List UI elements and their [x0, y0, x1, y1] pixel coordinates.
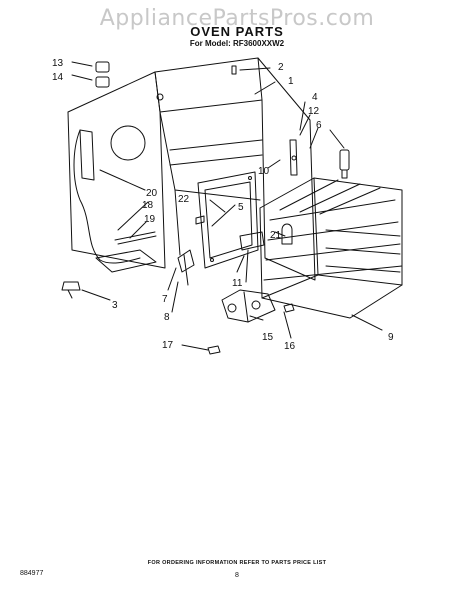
model-label: For Model: RF3600XXW2: [189, 39, 285, 48]
callout-13: 13: [52, 58, 64, 69]
lamp-cover: [95, 76, 110, 88]
callout-2: 2: [278, 62, 284, 73]
element-bracket: [79, 129, 95, 181]
leveling-leg: [61, 281, 81, 291]
callout-11: 11: [232, 278, 243, 289]
front-frame: [197, 171, 259, 269]
callout-3: 3: [112, 300, 118, 311]
oven-back-panel: [154, 57, 263, 113]
support-post: [339, 149, 350, 171]
callout-8: 8: [164, 312, 170, 323]
callout-18: 18: [142, 200, 154, 211]
callout-7: 7: [162, 294, 168, 305]
screw: [207, 345, 221, 355]
callout-6: 6: [316, 120, 322, 131]
convection-fan-cover: [110, 125, 146, 161]
lamp-socket: [95, 61, 110, 73]
callout-9: 9: [388, 332, 394, 343]
callout-22: 22: [178, 194, 190, 205]
callout-15: 15: [262, 332, 274, 343]
page-title: OVEN PARTS: [190, 24, 284, 39]
hinge-bracket: [177, 249, 195, 273]
wire-harness: [73, 129, 141, 264]
callout-17: 17: [162, 340, 174, 351]
screw: [231, 65, 237, 75]
oven-left-panel: [67, 71, 166, 269]
screw: [195, 215, 205, 225]
callout-5: 5: [238, 202, 244, 213]
door-latch: [239, 231, 265, 251]
callout-16: 16: [284, 341, 296, 352]
oven-right-frame: [257, 57, 316, 281]
callout-14: 14: [52, 72, 64, 83]
oven-sensor: [114, 231, 156, 241]
mount-hole: [156, 93, 164, 101]
page-number: 8: [235, 572, 239, 579]
ordering-note: FOR ORDERING INFORMATION REFER TO PARTS …: [147, 560, 327, 566]
callout-4: 4: [312, 92, 318, 103]
document-number: 884977: [20, 570, 44, 577]
callout-19: 19: [144, 214, 156, 225]
bake-element: [95, 249, 157, 273]
callout-1: 1: [288, 76, 294, 87]
callout-12: 12: [308, 106, 320, 117]
oven-lamp: [281, 223, 293, 245]
callout-10: 10: [258, 166, 270, 177]
callout-21: 21: [270, 230, 282, 241]
latch-link: [221, 289, 276, 323]
watermark: AppliancePartsPros.com: [99, 6, 375, 31]
callout-20: 20: [146, 188, 158, 199]
